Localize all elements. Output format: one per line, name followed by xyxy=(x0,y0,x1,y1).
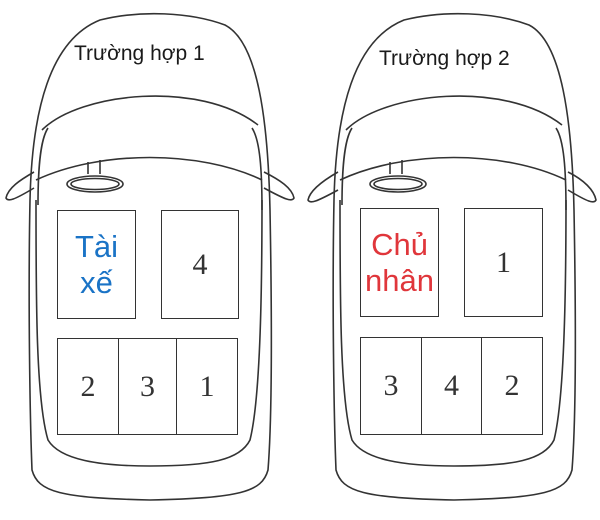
seat-rear-left: 2 xyxy=(57,338,119,435)
car-outline-icon xyxy=(5,12,295,501)
case-title: Trường hợp 1 xyxy=(74,42,205,65)
seat-front-left: Tài xế xyxy=(57,210,136,319)
seat-front-right: 4 xyxy=(161,210,239,319)
car-diagram-case-1: Trường hợp 1 Tài xế 4 2 3 1 xyxy=(5,12,295,501)
rear-seat-row: 3 4 2 xyxy=(360,337,543,435)
seat-role-label: Chủ nhân xyxy=(365,227,434,299)
rear-seat-row: 2 3 1 xyxy=(57,338,238,435)
seat-number: 1 xyxy=(496,245,511,279)
seat-rear-middle: 4 xyxy=(420,337,483,435)
seat-number: 4 xyxy=(444,369,459,402)
role-line-1: Chủ xyxy=(371,226,428,262)
role-line-2: xế xyxy=(80,264,113,300)
seat-rear-right: 1 xyxy=(176,338,238,435)
seat-number: 4 xyxy=(192,247,208,281)
seat-number: 3 xyxy=(383,369,399,402)
seat-front-right: 1 xyxy=(464,208,543,317)
role-line-1: Tài xyxy=(74,228,119,264)
car-diagram-case-2: Trường hợp 2 Chủ nhân 1 3 4 2 xyxy=(300,0,600,520)
seat-rear-middle: 3 xyxy=(117,338,178,435)
case-title: Trường hợp 2 xyxy=(379,47,510,70)
seat-number: 2 xyxy=(80,369,96,403)
seat-front-left: Chủ nhân xyxy=(360,208,439,317)
seat-number: 2 xyxy=(504,369,520,402)
car-outline-icon xyxy=(307,12,597,501)
seat-rear-right: 2 xyxy=(481,337,543,435)
seat-number: 3 xyxy=(140,369,155,403)
seat-number: 1 xyxy=(199,369,215,403)
seat-rear-left: 3 xyxy=(360,337,422,435)
role-line-2: nhân xyxy=(365,262,434,298)
seat-role-label: Tài xế xyxy=(75,229,118,301)
